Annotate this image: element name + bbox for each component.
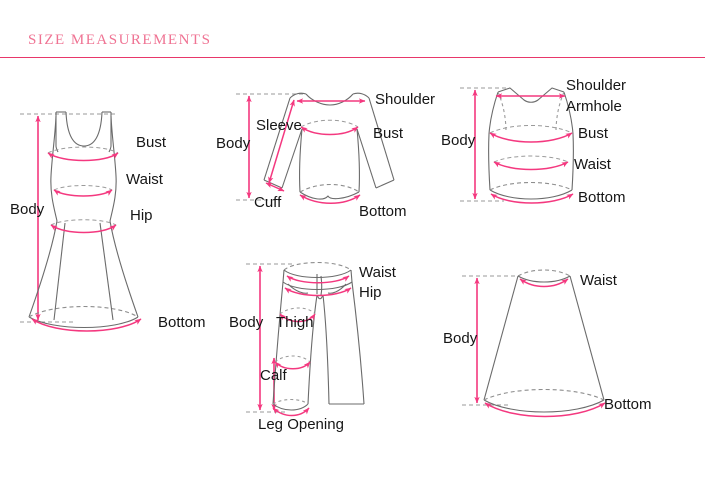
figure-sweater: Shoulder Sleeve Bust Body Cuff Bottom [216,82,436,222]
page-title: SIZE MEASUREMENTS [28,32,212,48]
dress-label-bottom: Bottom [158,314,206,331]
pants-label-body: Body [229,314,264,331]
pants-label-hip: Hip [359,284,382,301]
dress-label-bust: Bust [136,134,167,151]
title-divider [0,57,705,58]
tank-label-bust: Bust [578,125,609,142]
sweater-label-cuff: Cuff [254,194,282,211]
figure-dress: Body Bust Waist Hip Bottom [8,90,228,340]
skirt-label-waist: Waist [580,272,617,289]
sweater-label-bottom: Bottom [359,203,407,220]
sweater-label-body: Body [216,135,251,152]
tank-label-armhole: Armhole [566,98,622,115]
tank-label-bottom: Bottom [578,189,626,206]
pants-label-thigh: Thigh [276,314,314,331]
dress-label-hip: Hip [130,207,153,224]
tank-label-body: Body [441,132,476,149]
sweater-label-shoulder: Shoulder [375,91,436,108]
figure-skirt: Waist Body Bottom [443,258,652,428]
tank-label-shoulder: Shoulder [566,77,627,94]
skirt-label-bottom: Bottom [604,396,652,413]
pants-label-waist: Waist [359,264,396,281]
figure-tank-top: Shoulder Armhole Bust Body Waist Bottom [441,70,642,220]
pants-label-leg-opening: Leg Opening [258,416,344,433]
sweater-label-bust: Bust [373,125,404,142]
sweater-label-sleeve: Sleeve [256,117,302,134]
pants-label-calf: Calf [260,367,287,384]
dress-label-body: Body [10,201,45,218]
tank-label-waist: Waist [574,156,611,173]
figure-pants: Waist Hip Body Thigh Calf Leg Opening [229,252,428,433]
skirt-label-body: Body [443,330,478,347]
dress-label-waist: Waist [126,171,163,188]
